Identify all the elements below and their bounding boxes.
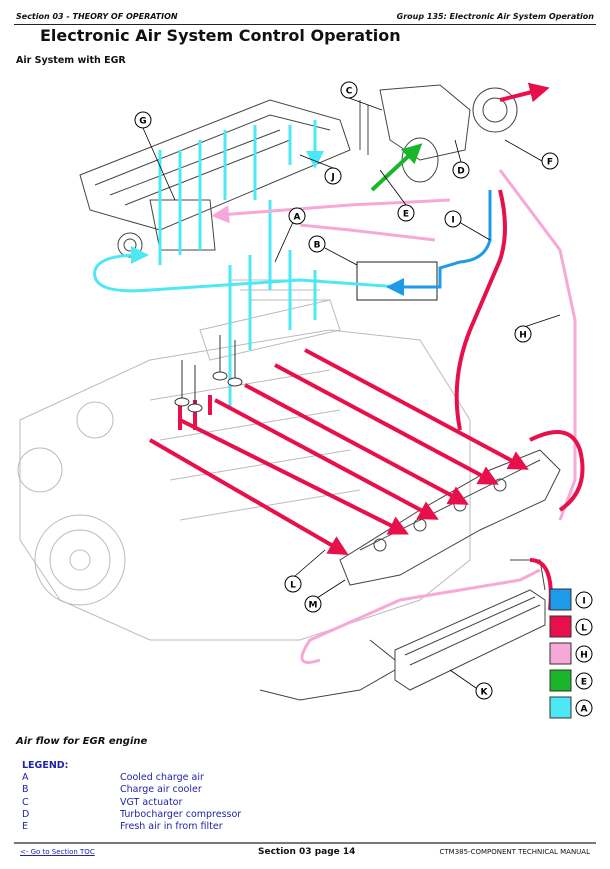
svg-text:A: A: [294, 213, 301, 223]
color-key-h: H: [549, 642, 593, 665]
manual-name: CTM385-COMPONENT TECHNICAL MANUAL: [439, 848, 590, 856]
svg-text:I: I: [451, 216, 454, 226]
svg-text:H: H: [519, 331, 527, 341]
intake-valves: [174, 335, 243, 413]
callout-k: K: [475, 682, 493, 700]
svg-text:G: G: [139, 117, 146, 127]
svg-text:M: M: [309, 601, 318, 611]
flow-fresh-air: [370, 143, 423, 192]
header-divider: [14, 24, 596, 25]
svg-text:A: A: [581, 705, 588, 715]
figure-caption: Air flow for EGR engine: [16, 736, 148, 747]
flow-compressed-air: [386, 190, 492, 296]
footer-divider: [14, 842, 596, 844]
svg-text:L: L: [581, 624, 587, 634]
callout-labels: [142, 97, 561, 689]
flow-cooled-charge-air: [93, 120, 401, 410]
legend-key: C: [22, 796, 29, 808]
callout-e: E: [397, 204, 415, 222]
callout-c: C: [340, 81, 358, 99]
legend-key: D: [22, 808, 30, 820]
color-key-e: E: [549, 669, 593, 692]
callout-g: G: [134, 111, 152, 129]
header-section: Section 03 - THEORY OF OPERATION: [16, 12, 178, 21]
callout-i: I: [444, 210, 462, 228]
legend-label: Charge air cooler: [120, 784, 202, 796]
legend-title: LEGEND:: [22, 760, 69, 771]
flow-egr-gas: [211, 169, 577, 664]
air-system-diagram: C G J F D E I A B H L M K I L H E A: [17, 81, 593, 719]
svg-text:H: H: [580, 651, 588, 661]
color-key-i: I: [549, 588, 593, 611]
callout-b: B: [308, 235, 326, 253]
legend-item: B Charge air cooler: [22, 784, 241, 796]
svg-text:L: L: [290, 581, 296, 591]
section-toc-link[interactable]: <- Go to Section TOC: [20, 848, 95, 856]
legend-label: Turbocharger compressor: [120, 808, 242, 820]
section-subtitle: Air System with EGR: [16, 55, 126, 66]
svg-text:B: B: [314, 241, 321, 251]
svg-text:E: E: [403, 210, 409, 220]
callout-a: A: [288, 207, 306, 225]
color-key-l: L: [549, 615, 593, 638]
callout-f: F: [541, 152, 559, 170]
callout-h: H: [514, 325, 532, 343]
flow-exhaust-gas: [148, 82, 585, 611]
svg-text:K: K: [481, 688, 489, 698]
svg-text:E: E: [581, 678, 587, 688]
svg-text:C: C: [346, 87, 353, 97]
callout-d: D: [452, 161, 470, 179]
callout-l: L: [284, 575, 302, 593]
color-key: I L H E A: [549, 588, 593, 719]
legend-label: VGT actuator: [120, 796, 183, 808]
header-group: Group 135: Electronic Air System Operati…: [396, 12, 594, 21]
legend-label: Fresh air in from filter: [120, 821, 223, 833]
legend-key: A: [22, 772, 29, 783]
legend-item: E Fresh air in from filter: [22, 821, 241, 833]
svg-text:I: I: [582, 597, 585, 607]
valve-cover: [79, 99, 351, 258]
svg-text:D: D: [457, 167, 464, 177]
callout-j: J: [324, 167, 342, 185]
svg-text:J: J: [330, 173, 334, 183]
legend-key: E: [22, 821, 29, 833]
engine-block: [17, 279, 471, 641]
callout-m: M: [304, 595, 322, 613]
legend-item: A Cooled charge air: [22, 772, 241, 784]
svg-text:F: F: [547, 158, 553, 168]
legend-key: B: [22, 784, 29, 796]
legend-item: C VGT actuator: [22, 797, 241, 809]
charge-air-cooler-box: [356, 261, 438, 301]
legend: LEGEND: A Cooled charge air B Charge air c…: [22, 760, 241, 833]
color-key-a: A: [549, 696, 593, 719]
legend-label: Cooled charge air: [120, 772, 204, 783]
egr-cooler: [259, 559, 546, 701]
turbocharger: [359, 84, 518, 183]
page-number: Section 03 page 14: [258, 847, 356, 857]
legend-item: D Turbocharger compressor: [22, 809, 241, 821]
page-title: Electronic Air System Control Operation: [40, 26, 401, 45]
